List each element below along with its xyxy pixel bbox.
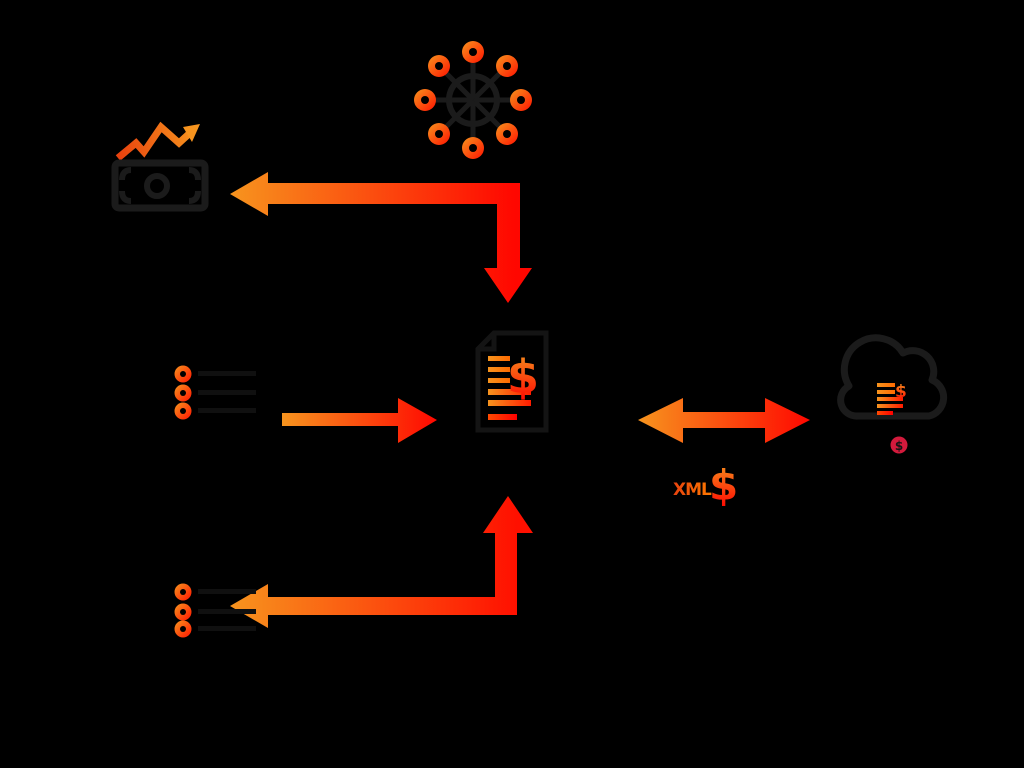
invoice-line <box>488 367 510 372</box>
invoice-document-icon: $ <box>475 330 549 433</box>
list-line <box>198 390 256 395</box>
arrow-hub-to-money-elbow <box>230 172 532 303</box>
invoice-line <box>488 389 531 395</box>
xml-dollar-label: XML $ <box>673 461 738 510</box>
banknote-corner <box>119 167 132 181</box>
hub-dot-hole <box>435 130 443 138</box>
bullet-list-icon-bottom <box>174 583 256 638</box>
list-bullet-hole <box>180 371 186 377</box>
banknote-corner <box>188 190 201 204</box>
list-bullet-hole <box>180 626 186 632</box>
list-bullet-hole <box>180 609 186 615</box>
arrow-invoice-to-list-elbow <box>230 496 533 628</box>
xml-text: XML <box>673 480 712 500</box>
banknote-corner <box>119 190 132 204</box>
cloud-invoice-icon: $ $ <box>837 334 948 454</box>
cloud-invoice-line <box>877 411 893 415</box>
banknote-outline <box>111 159 209 212</box>
list-line <box>198 371 256 376</box>
banknote-growth-icon <box>111 121 209 212</box>
hub-dot-hole <box>517 96 525 104</box>
cloud-invoice-line <box>877 397 903 401</box>
list-bullet-hole <box>180 390 186 396</box>
hub-dot-hole <box>503 62 511 70</box>
xml-dollar-sign: $ <box>709 461 738 510</box>
banknote-center-circle <box>144 173 170 199</box>
list-line <box>198 408 256 413</box>
coin-dollar-sign: $ <box>895 439 903 453</box>
dots-circle-network-icon <box>414 41 532 159</box>
hub-dot-hole <box>421 96 429 104</box>
list-bullet-hole <box>180 589 186 595</box>
hub-dot-hole <box>469 48 477 56</box>
arrow-list-to-invoice <box>282 398 437 443</box>
invoice-line <box>488 400 531 406</box>
cloud-invoice-line <box>877 383 895 387</box>
invoice-dollar-sign: $ <box>507 350 539 404</box>
hub-dot-hole <box>435 62 443 70</box>
dollar-coin <box>890 436 908 454</box>
growth-zigzag-line <box>115 121 194 161</box>
hub-dot-hole <box>469 144 477 152</box>
hub-dot-hole <box>503 130 511 138</box>
banknote-corner <box>188 167 201 181</box>
cloud-invoice-dollar-sign: $ <box>895 382 907 402</box>
invoice-line <box>488 378 510 383</box>
list-line <box>198 589 256 594</box>
invoice-line <box>488 414 517 420</box>
cloud-invoice-line <box>877 390 895 394</box>
list-bullet-hole <box>180 408 186 414</box>
cloud-invoice-line <box>877 404 903 408</box>
invoice-line <box>488 356 510 361</box>
hub-ring <box>446 73 500 127</box>
cloud-outline <box>837 334 948 420</box>
invoice-outline <box>475 330 549 433</box>
growth-arrowhead <box>183 124 200 142</box>
list-line <box>198 609 256 614</box>
bullet-list-icon-top <box>174 365 256 420</box>
arrow-invoice-cloud-bidirectional <box>638 398 810 443</box>
list-line <box>198 626 256 631</box>
